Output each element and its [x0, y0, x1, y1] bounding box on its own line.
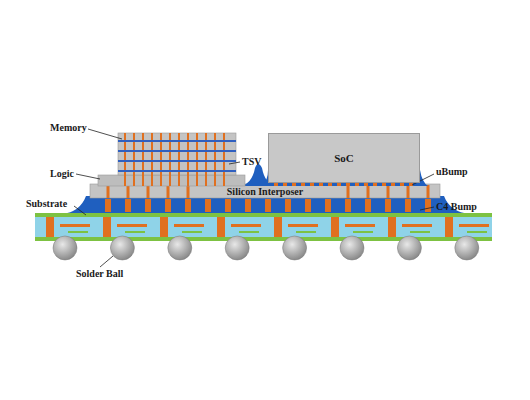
part-label: TSV: [242, 156, 261, 167]
interposer-via: [107, 185, 110, 198]
solder-balls: [53, 236, 479, 260]
solder-ball: [168, 236, 192, 260]
c4-bump: [105, 199, 111, 212]
part-label: Logic: [50, 168, 74, 179]
part-label: Solder Ball: [76, 268, 123, 279]
ubump: [355, 183, 359, 186]
soc-die: SoC: [268, 133, 420, 183]
substrate-trace: [288, 224, 318, 227]
c4-bump: [225, 199, 231, 212]
substrate-trace: [459, 224, 489, 227]
substrate-bottom-layer: [35, 237, 492, 241]
c4-bump: [165, 199, 171, 212]
c4-bump: [305, 199, 311, 212]
node-text: SoC: [334, 152, 354, 164]
die-layer: [118, 140, 236, 142]
ubump: [328, 183, 332, 186]
ubump: [310, 183, 314, 186]
solder-ball: [225, 236, 249, 260]
part-label: Substrate: [26, 198, 67, 209]
interposer-via: [167, 185, 170, 198]
die-layer: [118, 160, 236, 162]
substrate-via: [46, 217, 54, 237]
solder-ball: [340, 236, 364, 260]
interposer-band: Silicon Interposer: [90, 184, 440, 198]
substrate-layer-dash: [125, 231, 145, 233]
solder-ball: [283, 236, 307, 260]
substrate-layer-dash: [467, 231, 487, 233]
logic-die: [98, 175, 245, 186]
c4-bump: [385, 199, 391, 212]
memory-stack: [118, 133, 236, 175]
interposer-via: [427, 185, 430, 198]
node-text: Silicon Interposer: [227, 186, 303, 197]
substrate-core: [35, 213, 492, 241]
substrate-traces: [46, 217, 489, 237]
ubump: [373, 183, 377, 186]
interposer-vias: [107, 185, 430, 198]
substrate-trace: [117, 224, 147, 227]
ubump: [364, 183, 368, 186]
ubump: [391, 183, 395, 186]
substrate-via: [445, 217, 453, 237]
substrate-top-layer: [35, 213, 492, 217]
memory-tsv: [118, 133, 236, 186]
solder-ball: [110, 236, 134, 260]
die-layer: [118, 150, 236, 152]
substrate-via: [388, 217, 396, 237]
ubump: [346, 183, 350, 186]
c4-bump: [185, 199, 191, 212]
c4-bump: [145, 199, 151, 212]
substrate-via: [274, 217, 282, 237]
part-label: C4 Bump: [436, 201, 477, 212]
interposer-via: [347, 185, 350, 198]
ubump: [400, 183, 404, 186]
die-layer: [118, 170, 236, 172]
substrate-layer-dash: [410, 231, 430, 233]
leader-lines: [74, 129, 434, 267]
ubump: [337, 183, 341, 186]
c4-bump: [325, 199, 331, 212]
c4-bump: [125, 199, 131, 212]
interposer-via: [127, 185, 130, 198]
c4-bump: [285, 199, 291, 212]
c4-bump: [205, 199, 211, 212]
substrate-via: [331, 217, 339, 237]
part-label: Memory: [50, 122, 87, 133]
solder-ball: [455, 236, 479, 260]
substrate-layer-dash: [182, 231, 202, 233]
c4-bump: [345, 199, 351, 212]
c4-bump: [405, 199, 411, 212]
solder-ball: [397, 236, 421, 260]
substrate-via: [160, 217, 168, 237]
substrate-layer-dash: [353, 231, 373, 233]
solder-ball: [53, 236, 77, 260]
interposer-via: [367, 185, 370, 198]
interposer-via: [387, 185, 390, 198]
underfill: [62, 196, 470, 214]
ubump: [319, 183, 323, 186]
ubump: [382, 183, 386, 186]
substrate-layer-dash: [239, 231, 259, 233]
substrate-layer-dash: [68, 231, 88, 233]
substrate-trace: [60, 224, 90, 227]
c4-bump: [365, 199, 371, 212]
c4-bump: [245, 199, 251, 212]
substrate-layer-dash: [296, 231, 316, 233]
part-label: uBump: [436, 166, 468, 177]
substrate-via: [217, 217, 225, 237]
substrate-trace: [174, 224, 204, 227]
substrate-trace: [402, 224, 432, 227]
interposer-via: [147, 185, 150, 198]
interposer-via: [407, 185, 410, 198]
c4-bumps: [105, 199, 431, 212]
substrate-trace: [345, 224, 375, 227]
substrate-trace: [231, 224, 261, 227]
c4-bump: [425, 199, 431, 212]
c4-bump: [265, 199, 271, 212]
interposer-via: [187, 185, 190, 198]
substrate-via: [103, 217, 111, 237]
